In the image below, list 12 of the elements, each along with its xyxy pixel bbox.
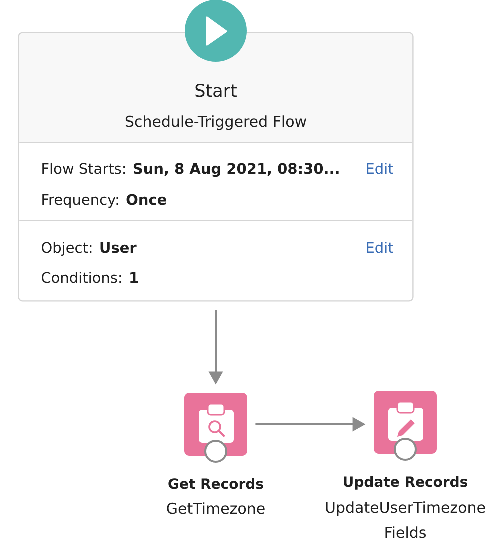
field-text: Conditions: 1 [42, 272, 138, 284]
field-text: Object: User [42, 242, 137, 256]
field-text: Frequency: Once [42, 194, 166, 208]
tile-title: Update Records [344, 476, 468, 490]
card-subtitle: Schedule-Triggered Flow [126, 116, 306, 130]
tile-title: Get Records [168, 478, 264, 490]
edit-link: Edit [367, 242, 394, 254]
card-title: Start [196, 84, 237, 98]
tile-subtitle: UpdateUserTimezone Fields [326, 502, 486, 538]
tile-subtitle: GetTimezone [167, 502, 265, 514]
edit-link: Edit [367, 162, 394, 174]
field-text: Flow Starts: Sun, 8 Aug 2021, 08:30... [42, 162, 339, 178]
